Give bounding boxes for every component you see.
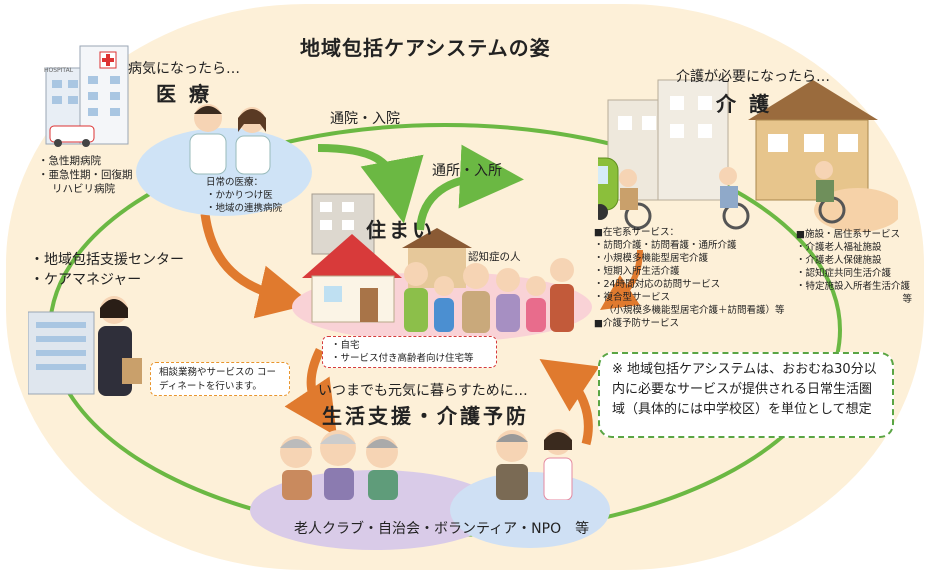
medical-prompt: 病気になったら…: [128, 61, 240, 77]
facility-services-title: ■施設・居住系サービス: [796, 229, 900, 240]
list-item: サービス付き高齢者向け住宅等: [331, 352, 488, 365]
care-manager-illustration: [28, 296, 142, 396]
list-item: （小規模多機能型居宅介護＋訪問看護）等: [604, 305, 785, 316]
list-item: 亜急性期・回復期: [38, 168, 133, 182]
housing-types-box: 自宅 サービス付き高齢者向け住宅等: [322, 336, 497, 368]
care-heading: 介 護: [716, 92, 772, 116]
hospital-list: 急性期病院 亜急性期・回復期 リハビリ病院: [38, 154, 133, 196]
system-note-box: ※ 地域包括ケアシステムは、おおむね30分以内に必要なサービスが提供される日常生…: [598, 352, 894, 438]
family-illustration: [404, 258, 574, 333]
list-item: 特定施設入所者生活介護: [796, 280, 920, 293]
community-groups-illustration: [280, 429, 573, 500]
prevention-services: ■介護予防サービス: [594, 318, 679, 329]
housing-to-living-arrow: [284, 347, 337, 437]
facility-suffix: 等: [902, 294, 912, 305]
medical-heading: 医 療: [156, 82, 212, 106]
facility-services: ■施設・居住系サービス 介護老人福祉施設 介護老人保健施設 認知症共同生活介護 …: [796, 228, 920, 306]
living-to-housing-arrow: [539, 359, 600, 446]
care-facilities-illustration: [598, 79, 898, 232]
hospital-building-icon: [45, 45, 129, 147]
community-groups-label: 老人クラブ・自治会・ボランティア・NPO 等: [294, 521, 590, 537]
list-item: ケアマネジャー: [30, 270, 184, 290]
care-prompt: 介護が必要になったら…: [676, 69, 830, 85]
page-title: 地域包括ケアシステムの姿: [300, 36, 551, 60]
home-services-title: ■在宅系サービス：: [594, 227, 679, 238]
list-item: 24時間対応の訪問サービス: [594, 278, 814, 291]
hospital-sign: HOSPITAL: [44, 67, 74, 74]
home-services-list: 訪問介護・訪問看護・通所介護 小規模多機能型居宅介護 短期入所生活介護 24時間…: [594, 239, 814, 317]
list-item: 短期入所生活介護: [594, 265, 814, 278]
dementia-label: 認知症の人: [468, 251, 521, 263]
list-item: 介護老人福祉施設: [796, 241, 920, 254]
housing-heading: 住まい: [366, 218, 435, 242]
list-item: 小規模多機能型居宅介護: [594, 252, 814, 265]
facility-services-list: 介護老人福祉施設 介護老人保健施設 認知症共同生活介護 特定施設入所者生活介護: [796, 241, 920, 293]
support-center-list: 地域包括支援センター ケアマネジャー: [30, 250, 184, 290]
consult-note-box: 相談業務やサービスの コーディネートを行います。: [150, 362, 290, 396]
daycare-arrow-label: 通所・入所: [432, 163, 502, 179]
daily-medical-list: かかりつけ医 地域の連携病院: [206, 189, 283, 215]
hospital-arrow-label: 通院・入院: [330, 111, 400, 127]
list-item: かかりつけ医: [206, 189, 282, 202]
living-heading: 生活支援・介護予防: [322, 404, 529, 428]
list-item: 地域の連携病院: [206, 202, 283, 215]
list-item: 認知症共同生活介護: [796, 267, 920, 280]
list-item: 訪問介護・訪問看護・通所介護: [594, 239, 814, 252]
home-services: ■在宅系サービス： 訪問介護・訪問看護・通所介護 小規模多機能型居宅介護 短期入…: [594, 226, 814, 330]
doctors-illustration: [189, 104, 271, 175]
list-item: 地域包括支援センター: [30, 250, 184, 270]
hospital-arrow-down: [317, 144, 424, 224]
list-item: 複合型サービス: [594, 291, 814, 304]
list-item: リハビリ病院: [52, 183, 115, 195]
living-subtitle: いつまでも元気に暮らすために…: [318, 383, 528, 399]
daycare-arrow-up: [416, 144, 524, 231]
list-item: 介護老人保健施設: [796, 254, 920, 267]
medical-to-housing-arrow: [200, 213, 313, 319]
list-item: 急性期病院: [38, 154, 133, 168]
living-ellipse-right: [450, 472, 610, 548]
list-item: 自宅: [331, 339, 488, 352]
house-illustration: [302, 193, 472, 323]
daily-medical-title: 日常の医療：: [206, 177, 264, 188]
